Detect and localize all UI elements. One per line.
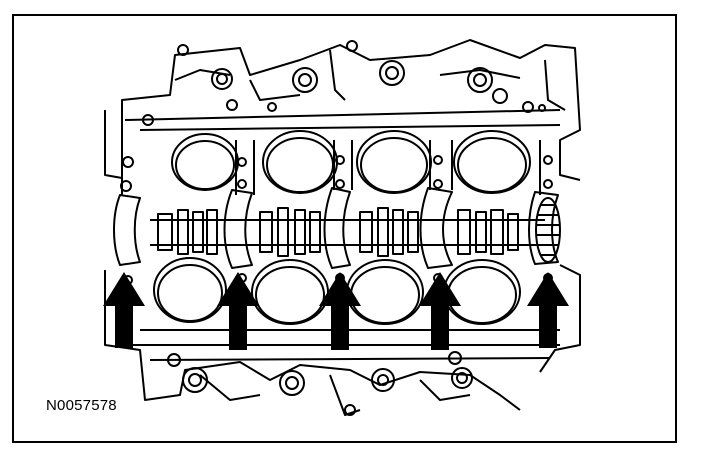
up-arrow-icon bbox=[527, 272, 569, 348]
figure-id-label: N0057578 bbox=[46, 397, 117, 414]
up-arrow-icon bbox=[319, 272, 361, 350]
up-arrow-icon bbox=[419, 272, 461, 350]
upper-block-outline-icon bbox=[104, 39, 581, 181]
figure-frame bbox=[12, 14, 677, 443]
camshaft-icon bbox=[150, 207, 545, 257]
bolt-holes-top-icon bbox=[142, 40, 546, 126]
up-arrow-icon bbox=[103, 272, 145, 348]
up-arrow-icon bbox=[217, 272, 259, 350]
bearing-walls-icon bbox=[113, 140, 559, 269]
up-arrows bbox=[103, 272, 569, 350]
sprocket-icon bbox=[535, 197, 561, 263]
